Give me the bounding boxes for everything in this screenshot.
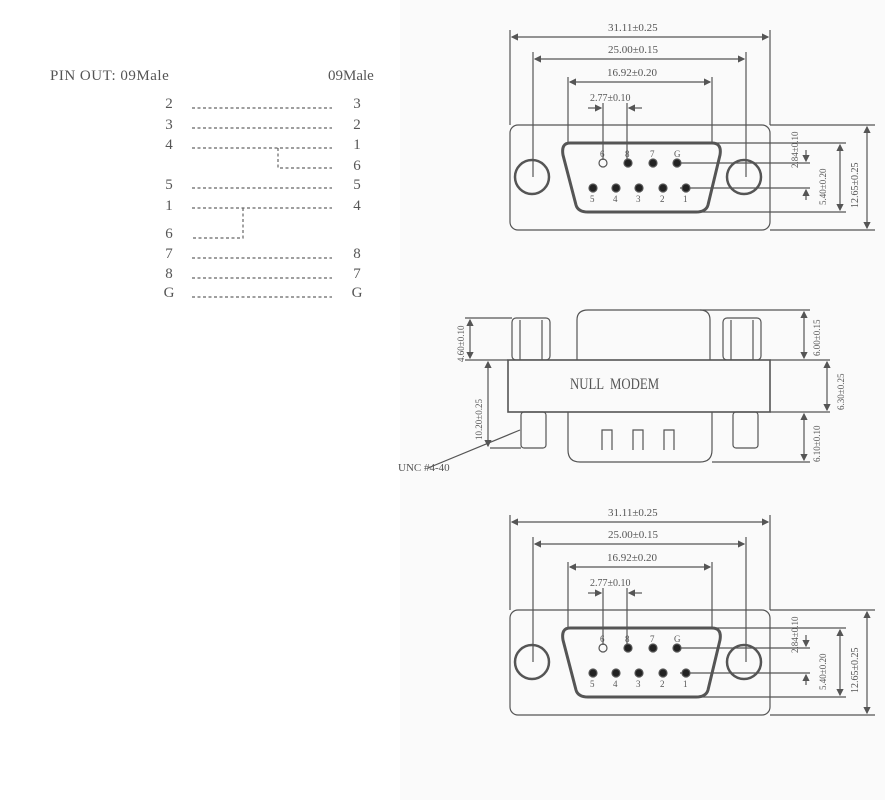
pin-label: 3 <box>636 194 641 204</box>
pin-label: 1 <box>683 679 688 689</box>
pin-label: G <box>674 634 681 644</box>
top-view <box>509 30 875 231</box>
pin-right: 7 <box>353 266 361 282</box>
pin-label: 2 <box>660 194 665 204</box>
dim-shell-width: 16.92±0.20 <box>607 67 658 79</box>
pin-label: 6 <box>600 634 605 644</box>
pin-label: 8 <box>625 634 630 644</box>
pin-left: 8 <box>165 266 173 282</box>
pin-label: 6 <box>600 149 605 159</box>
pin-right: G <box>351 285 363 301</box>
pin-right: 1 <box>353 137 361 153</box>
pin-label: 2 <box>660 679 665 689</box>
pin-left: 2 <box>165 96 173 112</box>
dim-pin-pitch: 2.77±0.10 <box>590 578 631 589</box>
pin-right: 3 <box>353 96 361 112</box>
pin-left: 6 <box>165 226 173 242</box>
dim-overall-width: 31.11±0.25 <box>608 22 658 34</box>
pin-label: 1 <box>683 194 688 204</box>
pin-label: 7 <box>650 149 655 159</box>
pin-label: 7 <box>650 634 655 644</box>
pin-right: 8 <box>353 246 361 262</box>
dim-pin-pitch: 2.77±0.10 <box>590 93 631 104</box>
left-background <box>0 0 400 800</box>
screw-thread-label: UNC #4-40 <box>398 462 450 474</box>
pinout-wiring <box>192 107 332 298</box>
null-modem-label: NULL MODEM <box>570 376 660 393</box>
pin-left: 7 <box>165 246 173 262</box>
pin-left: 3 <box>165 117 173 133</box>
pin-left: 4 <box>165 137 173 153</box>
dim-row-spacing: 2.84±0.10 <box>790 616 800 653</box>
pin-right: 6 <box>353 158 361 174</box>
pin-left: G <box>163 285 175 301</box>
dim-flange-height: 12.65±0.25 <box>850 647 861 694</box>
dim-mount-spacing: 25.00±0.15 <box>608 44 659 56</box>
dim-shell-height: 5.40±0.20 <box>818 653 828 690</box>
pin-right: 2 <box>353 117 361 133</box>
pin-label: 5 <box>590 679 595 689</box>
pinout-right-title: 09Male <box>328 68 374 84</box>
pin-label: 4 <box>613 194 618 204</box>
pin-label: 5 <box>590 194 595 204</box>
pin-label: 4 <box>613 679 618 689</box>
dim-shell-width: 16.92±0.20 <box>607 552 658 564</box>
pin-label: G <box>674 149 681 159</box>
pin-left: 5 <box>165 177 173 193</box>
pin-left: 1 <box>165 198 173 214</box>
dim-overall-width: 31.11±0.25 <box>608 507 658 519</box>
pin-label: 3 <box>636 679 641 689</box>
pin-right: 5 <box>353 177 361 193</box>
pin-label: 8 <box>625 149 630 159</box>
dim-mount-spacing: 25.00±0.15 <box>608 529 659 541</box>
pin-right: 4 <box>353 198 361 214</box>
pinout-title: PIN OUT: 09Male <box>50 68 170 84</box>
